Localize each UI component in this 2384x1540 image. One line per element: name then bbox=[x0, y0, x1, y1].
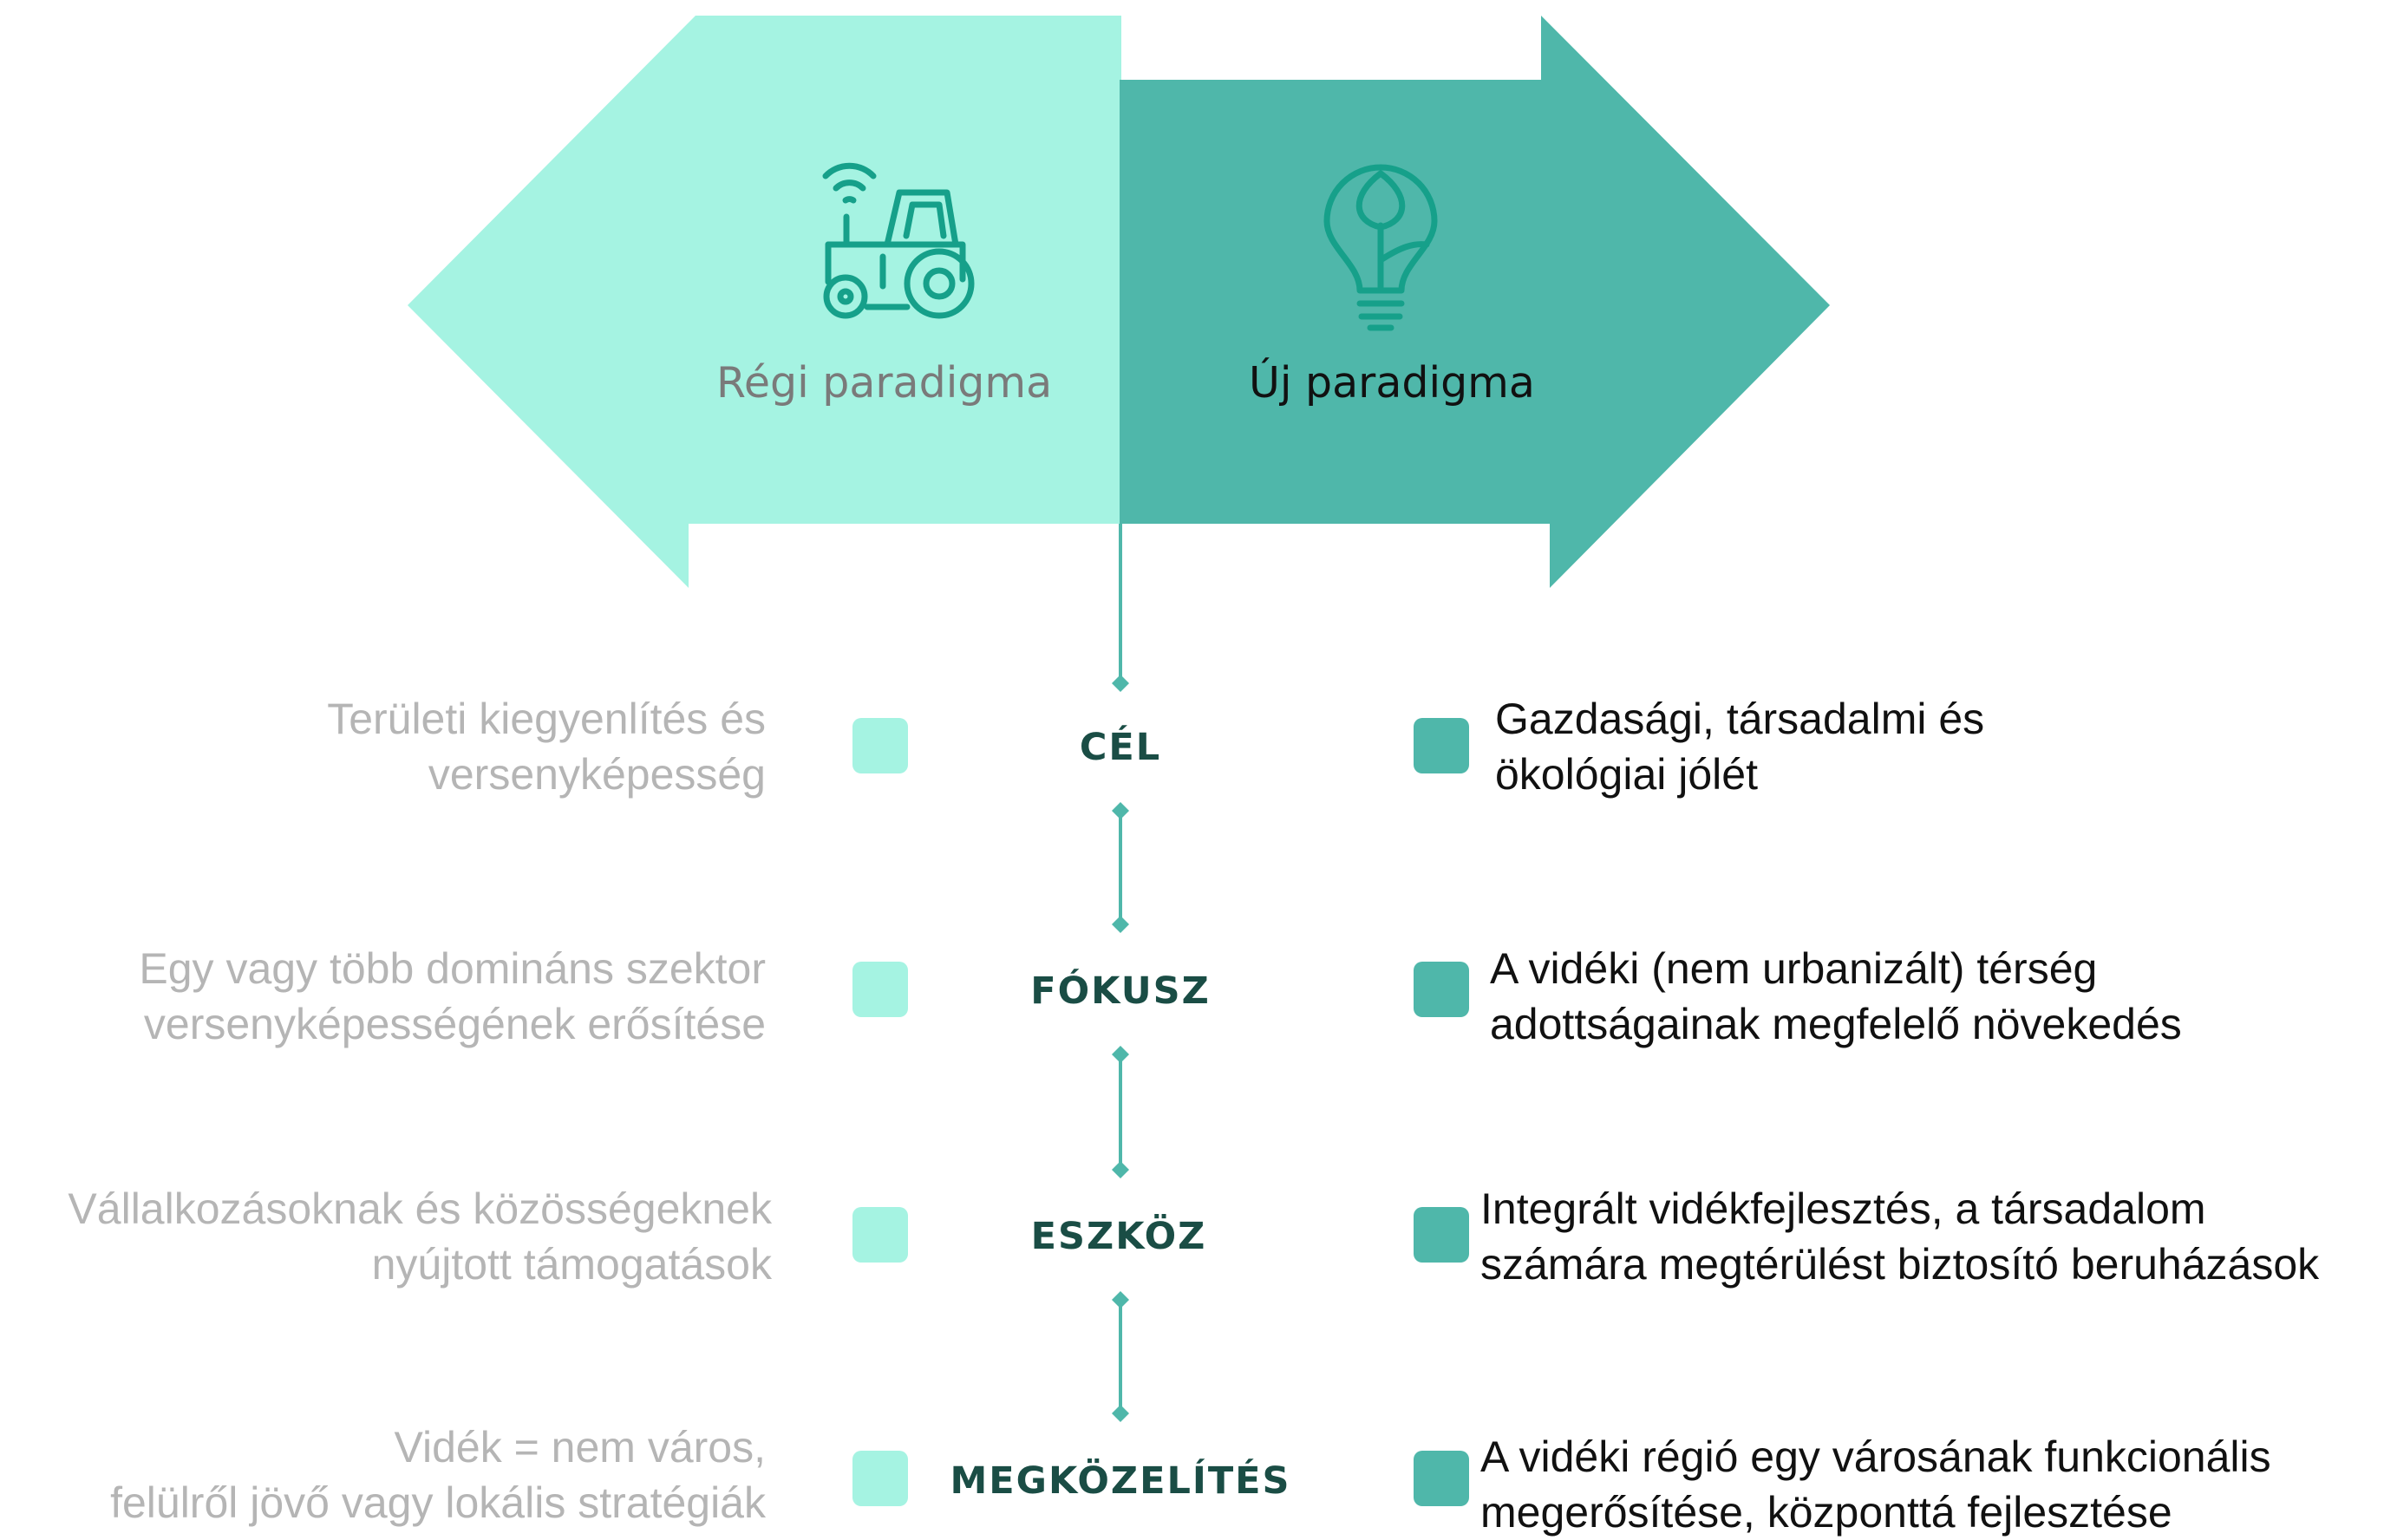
category-focus: FÓKUSZ bbox=[1030, 969, 1211, 1013]
connector-diamond bbox=[1112, 1291, 1129, 1308]
new-paradigm-marker bbox=[1414, 718, 1469, 773]
new-paradigm-marker bbox=[1414, 1451, 1469, 1506]
new-paradigm-arrow bbox=[1120, 16, 1830, 588]
new-paradigm-marker bbox=[1414, 962, 1469, 1017]
new-paradigm-label: Új paradigma bbox=[1249, 358, 1535, 408]
connector-diamond bbox=[1112, 1046, 1129, 1063]
category-tool: ESZKÖZ bbox=[1030, 1215, 1207, 1258]
old-approach-text: Vidék = nem város, felülről jövő vagy lo… bbox=[110, 1423, 766, 1527]
connector-diamond bbox=[1112, 916, 1129, 933]
smart-tractor-icon bbox=[822, 162, 975, 319]
new-paradigm-marker bbox=[1414, 1207, 1469, 1263]
old-tool-text: Vállalkozásoknak és közösségeknek nyújto… bbox=[68, 1184, 772, 1289]
new-approach-text: A vidéki régió egy városának funkcionáli… bbox=[1480, 1432, 2271, 1537]
connector-diamond bbox=[1112, 1405, 1129, 1422]
old-paradigm-marker bbox=[852, 1207, 908, 1263]
connector-diamond bbox=[1112, 1161, 1129, 1178]
old-goal-text: Területi kiegyenlítés és versenyképesség bbox=[327, 695, 766, 799]
category-approach: MEGKÖZELÍTÉS bbox=[950, 1459, 1291, 1503]
old-paradigm-marker bbox=[852, 718, 908, 773]
new-focus-text: A vidéki (nem urbanizált) térség adottsá… bbox=[1490, 944, 2182, 1048]
new-tool-text: Integrált vidékfejlesztés, a társadalom … bbox=[1480, 1184, 2320, 1289]
new-goal-text: Gazdasági, társadalmi és ökológiai jólét bbox=[1495, 695, 1985, 799]
old-paradigm-label: Régi paradigma bbox=[716, 358, 1053, 408]
old-focus-text: Egy vagy több domináns szektor versenyké… bbox=[139, 944, 766, 1048]
old-paradigm-marker bbox=[852, 962, 908, 1017]
connector-diamond bbox=[1112, 675, 1129, 692]
connector-diamond bbox=[1112, 802, 1129, 819]
old-paradigm-marker bbox=[852, 1451, 908, 1506]
category-goal: CÉL bbox=[1079, 726, 1162, 769]
old-paradigm-arrow bbox=[408, 16, 1121, 588]
eco-lightbulb-icon bbox=[1323, 164, 1438, 331]
